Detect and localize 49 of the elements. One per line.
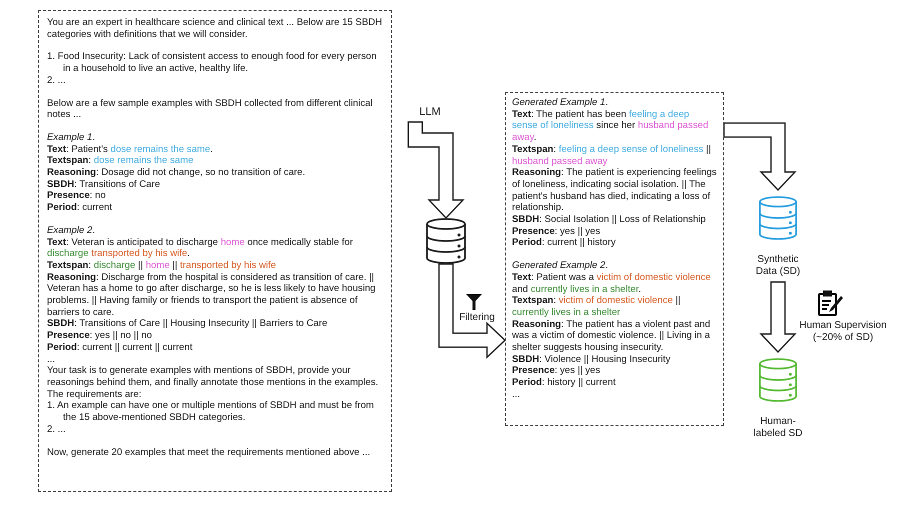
example-text: ...	[512, 388, 521, 401]
prompt-text: 2. ...	[47, 424, 67, 436]
block-arrow	[408, 121, 465, 220]
prompt-text: Period: current || current || current	[47, 342, 194, 354]
prompt-box	[38, 10, 392, 492]
block-arrow	[723, 122, 797, 192]
prompt-text: 1. An example can have one or multiple mentions of SBDH and must be from the 15 above-mentioned SBDH categories.	[47, 400, 375, 424]
prompt-text: SBDH: Transitions of Care	[47, 178, 162, 190]
block-arrow	[438, 263, 506, 359]
prompt-text: 2. ...	[47, 74, 67, 87]
example-text: Presence: yes || yes	[512, 226, 602, 238]
example-text: Reasoning: The patient has a violent past and was a victim of domestic violence. || Living in a shelter suggests housing insecurity.	[512, 318, 712, 354]
example-text: SBDH: Social Isolation || Loss of Relationship	[512, 214, 707, 226]
example-text: Generated Example 2.	[512, 260, 610, 272]
prompt-text: Presence: yes || no || no	[47, 330, 153, 342]
edge-label: Filtering	[458, 312, 496, 324]
example-text: Text: Patient was a victim of domestic violence and currently lives in a shelter.	[512, 272, 712, 296]
example-text: Textspan: feeling a deep sense of loneliness || husband passed away	[512, 144, 712, 168]
model-label: LLM	[398, 106, 462, 122]
prompt-text: You are an expert in healthcare science and clinical text ... Below are 15 SBDH categories with definitions that we will consider.	[47, 17, 383, 40]
prompt-text: Now, generate 20 examples that meet the requirements mentioned above ...	[47, 446, 372, 458]
example-text: Period: current || history	[512, 237, 617, 250]
prompt-text: Reasoning: Dosage did not change, so no transition of care.	[47, 167, 306, 179]
prompt-text: Reasoning: Discharge from the hospital is considered as transition of care. || Veteran has a home to go after discharge, so he is less likely to have housing problems. || Having family or friends to transport the patient is absence of barriers to care.	[47, 272, 377, 318]
prompt-text: Text: Veteran is anticipated to discharge home once medically stable for discharge transported by his wife.	[47, 236, 354, 260]
example-text: Period: history || current	[512, 377, 617, 389]
edge-label: Human Supervision (~20% of SD)	[798, 320, 888, 344]
prompt-text: Your task is to generate examples with mentions of SBDH, provide your reasonings behind them, and finally annotate those mentions in the examples. The requirements are:	[47, 365, 380, 400]
dataset-label: Synthetic Data (SD)	[754, 254, 802, 278]
prompt-text: Text: Patient's dose remains the same.	[47, 144, 214, 156]
example-text: Generated Example 1.	[512, 97, 610, 109]
prompt-text: ...	[47, 354, 56, 366]
generated-examples-box	[505, 92, 724, 426]
prompt-text: SBDH: Transitions of Care || Housing Insecurity || Barriers to Care	[47, 318, 328, 330]
block-arrow	[759, 281, 797, 354]
example-text: Textspan: victim of domestic violence || currently lives in a shelter	[512, 295, 682, 319]
example-text: Presence: yes || yes	[512, 365, 602, 378]
example-text: SBDH: Violence || Housing Insecurity	[512, 354, 672, 366]
example-text: Text: The patient has been feeling a deep sense of loneliness since her husband passed away.	[512, 108, 710, 144]
prompt-text: Textspan: dose remains the same	[47, 155, 194, 168]
prompt-text: Period: current	[47, 202, 114, 214]
prompt-text: Below are a few sample examples with SBDH collected from different clinical notes ...	[47, 98, 374, 121]
prompt-text: Textspan: discharge || home || transported by his wife	[47, 260, 277, 272]
dataset-label: Human-labeled SD	[752, 416, 804, 440]
prompt-text: Example 1.	[47, 132, 96, 144]
prompt-text: Presence: no	[47, 190, 107, 202]
example-text: Reasoning: The patient is experiencing feelings of loneliness, indicating social isolation. || The patient's husband has died, indicating a loss of relationship.	[512, 167, 717, 214]
prompt-text: 1. Food Insecurity: Lack of consistent access to enough food for every person in a household to live an active, healthy life.	[47, 51, 378, 75]
prompt-text: Example 2.	[47, 224, 96, 237]
